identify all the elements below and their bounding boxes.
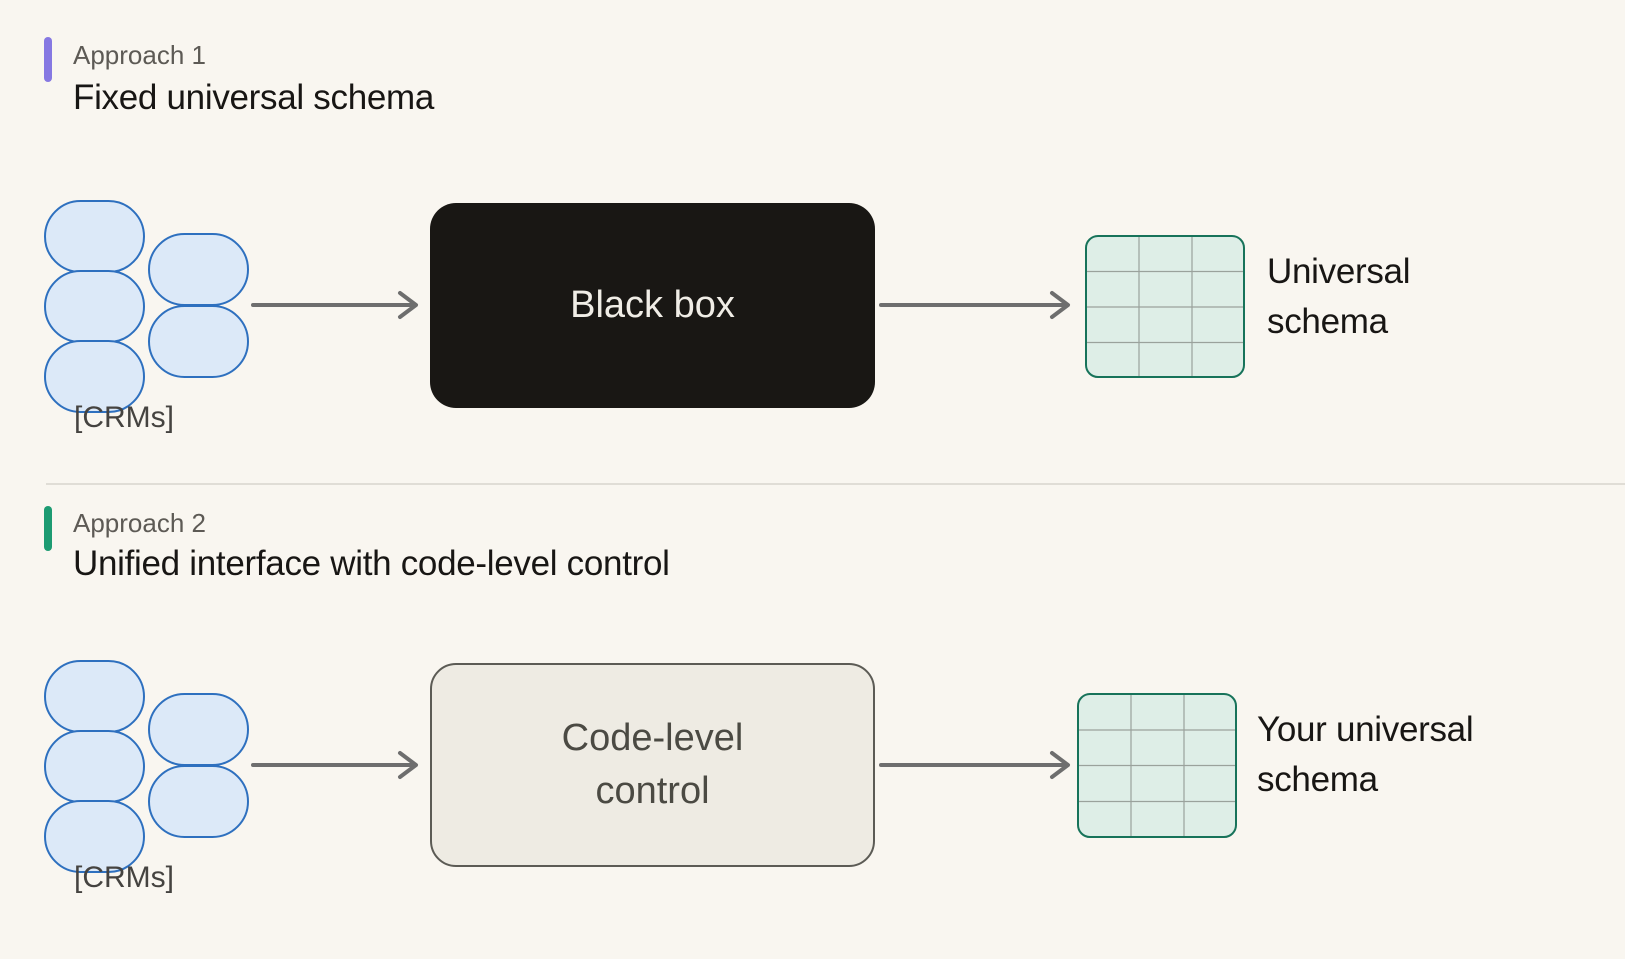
section-divider bbox=[46, 483, 1625, 485]
code-level-control-label: Code-level control bbox=[561, 716, 744, 812]
crm-pill-icon bbox=[44, 800, 145, 873]
black-box-label: Black box bbox=[570, 283, 735, 326]
crm-pill-icon bbox=[44, 730, 145, 803]
crm-cluster-label: [CRMs] bbox=[74, 861, 174, 894]
arrow-right-icon bbox=[879, 291, 1070, 319]
arrow-right-icon bbox=[251, 751, 418, 779]
accent-bar-approach-2 bbox=[44, 506, 52, 551]
output-label-universal-schema: Universal schema bbox=[1267, 252, 1411, 342]
crm-pill-icon bbox=[44, 660, 145, 733]
crm-cluster-label: [CRMs] bbox=[74, 401, 174, 434]
title-approach-2: Unified interface with code-level contro… bbox=[73, 544, 670, 583]
crm-pill-icon bbox=[148, 233, 249, 306]
title-approach-1: Fixed universal schema bbox=[73, 78, 435, 117]
black-box: Black box bbox=[430, 203, 875, 408]
crm-pill-icon bbox=[148, 765, 249, 838]
code-level-control-box: Code-level control bbox=[430, 663, 875, 867]
crm-pill-icon bbox=[44, 200, 145, 273]
schema-grid-icon bbox=[1077, 693, 1237, 838]
crm-pill-icon bbox=[44, 270, 145, 343]
crm-pill-icon bbox=[44, 340, 145, 413]
eyebrow-approach-1: Approach 1 bbox=[73, 40, 206, 70]
arrow-right-icon bbox=[879, 751, 1070, 779]
schema-grid-icon bbox=[1085, 235, 1245, 378]
crm-pill-icon bbox=[148, 693, 249, 766]
eyebrow-approach-2: Approach 2 bbox=[73, 508, 206, 538]
crm-pill-icon bbox=[148, 305, 249, 378]
output-label-your-universal-schema: Your universal schema bbox=[1257, 710, 1474, 800]
arrow-right-icon bbox=[251, 291, 418, 319]
accent-bar-approach-1 bbox=[44, 37, 52, 82]
